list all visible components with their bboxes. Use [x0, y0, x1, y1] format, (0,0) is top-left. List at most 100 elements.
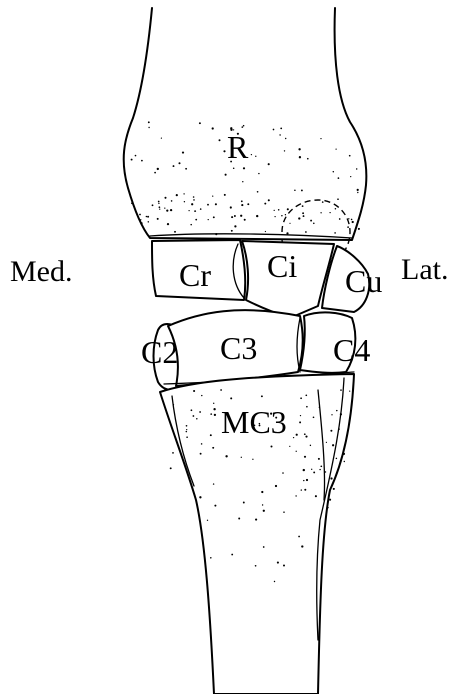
- stipple-dot: [261, 491, 263, 493]
- stipple-dot: [340, 389, 342, 391]
- stipple-dot: [148, 121, 150, 123]
- stipple-dot: [336, 410, 337, 411]
- stipple-dot: [207, 204, 209, 206]
- stipple-dot: [213, 216, 215, 218]
- stipple-dot: [319, 407, 320, 408]
- stipple-dot: [213, 403, 214, 404]
- stipple-dot: [241, 204, 243, 206]
- stipple-dot: [186, 431, 187, 432]
- stipple-dot: [336, 458, 338, 460]
- stipple-dot: [173, 404, 175, 406]
- third-carpal-label: C3: [220, 330, 257, 366]
- stipple-dot: [241, 200, 243, 202]
- stipple-dot: [255, 519, 257, 521]
- stipple-dot: [215, 203, 217, 205]
- stipple-dot: [331, 414, 332, 415]
- stipple-dot: [140, 222, 142, 224]
- stipple-dot: [356, 168, 357, 169]
- stipple-dot: [230, 397, 232, 399]
- stipple-dot: [139, 214, 141, 216]
- stipple-dot: [315, 495, 317, 497]
- stipple-dot: [161, 138, 162, 139]
- stipple-dot: [159, 206, 161, 208]
- stipple-dot: [135, 155, 137, 157]
- stipple-dot: [241, 457, 242, 458]
- stipple-dot: [358, 228, 360, 230]
- stipple-dot: [220, 389, 222, 391]
- stipple-dot: [210, 413, 212, 415]
- stipple-dot: [231, 554, 233, 556]
- stipple-dot: [268, 199, 270, 201]
- stipple-dot: [164, 197, 166, 199]
- stipple-dot: [195, 219, 197, 221]
- stipple-dot: [300, 397, 302, 399]
- stipple-dot: [231, 216, 233, 218]
- stipple-dot: [301, 489, 302, 490]
- stipple-dot: [298, 536, 300, 538]
- stipple-dot: [319, 469, 320, 470]
- stipple-dot: [258, 173, 259, 174]
- stipple-dot: [194, 210, 196, 212]
- stipple-dot: [334, 232, 336, 234]
- stipple-dot: [261, 395, 263, 397]
- stipple-dot: [282, 472, 284, 474]
- stipple-dot: [322, 201, 324, 203]
- stipple-dot: [213, 483, 214, 484]
- stipple-dot: [224, 194, 226, 196]
- stipple-dot: [215, 233, 217, 235]
- stipple-dot: [268, 163, 270, 165]
- stipple-dot: [225, 455, 227, 457]
- stipple-dot: [299, 156, 301, 158]
- medial-label: Med.: [10, 255, 73, 288]
- stipple-dot: [164, 207, 165, 208]
- stipple-dot: [171, 200, 173, 202]
- stipple-dot: [274, 581, 275, 582]
- stipple-dot: [295, 495, 296, 496]
- stipple-dot: [212, 447, 214, 449]
- stipple-dot: [304, 433, 306, 435]
- stipple-dot: [193, 196, 195, 198]
- stipple-dot: [300, 415, 301, 416]
- stipple-dot: [277, 562, 279, 564]
- stipple-dot: [265, 231, 266, 232]
- stipple-dot: [303, 215, 305, 217]
- stipple-dot: [348, 218, 349, 219]
- stipple-dot: [212, 195, 213, 196]
- stipple-dot: [251, 154, 252, 155]
- stipple-dot: [183, 193, 184, 194]
- stipple-dot: [213, 408, 215, 410]
- stipple-dot: [274, 216, 275, 217]
- stipple-dot: [157, 218, 159, 220]
- stipple-dot: [182, 152, 184, 154]
- stipple-dot: [328, 507, 329, 508]
- stipple-dot: [200, 453, 202, 455]
- stipple-dot: [280, 127, 282, 129]
- stipple-dot: [223, 150, 225, 152]
- stipple-dot: [283, 564, 285, 566]
- stipple-dot: [285, 214, 286, 215]
- stipple-dot: [281, 215, 282, 216]
- stipple-dot: [186, 425, 188, 427]
- stipple-dot: [310, 220, 312, 222]
- stipple-dot: [270, 445, 272, 447]
- second-carpal-label: C2: [141, 334, 178, 370]
- stipple-dot: [273, 129, 275, 131]
- stipple-dot: [158, 203, 159, 204]
- stipple-dot: [283, 511, 285, 513]
- stipple-dot: [351, 219, 353, 221]
- stipple-dot: [264, 203, 266, 205]
- stipple-dot: [262, 504, 263, 505]
- stipple-dot: [352, 221, 354, 223]
- stipple-dot: [302, 212, 304, 214]
- stipple-dot: [357, 192, 358, 193]
- stipple-dot: [286, 232, 288, 234]
- stipple-dot: [255, 565, 257, 567]
- stipple-dot: [219, 139, 221, 141]
- stipple-dot: [193, 199, 195, 201]
- stipple-dot: [285, 138, 286, 139]
- stipple-dot: [199, 411, 201, 413]
- stipple-dot: [333, 488, 335, 490]
- stipple-dot: [230, 206, 232, 208]
- stipple-dot: [275, 485, 277, 487]
